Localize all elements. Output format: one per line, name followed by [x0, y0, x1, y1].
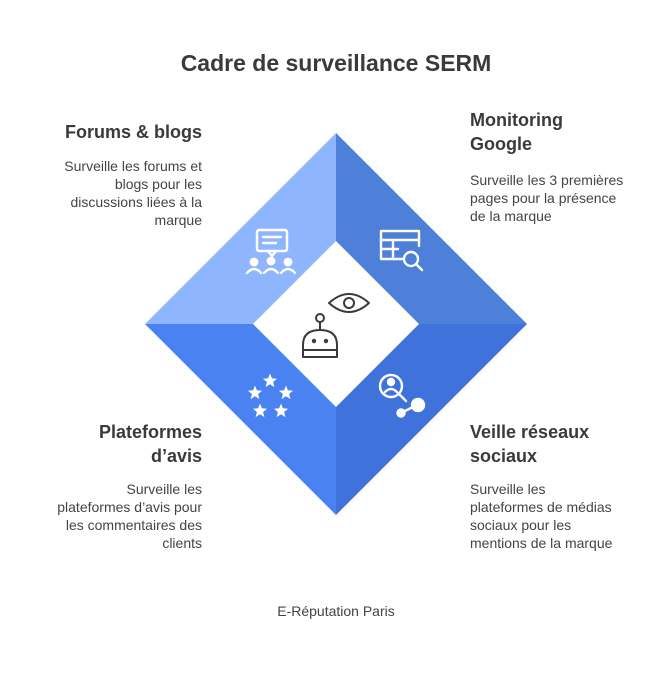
footer-credit: E-Réputation Paris [277, 603, 395, 619]
social-heading: Veille réseaux sociaux [470, 422, 590, 466]
center-diamond [253, 241, 419, 407]
stars-icon [247, 373, 294, 418]
page-title: Cadre de surveillance SERM [180, 50, 492, 76]
social-description: Surveille les plateformes de médias soci… [470, 481, 613, 551]
google-heading: Monitoring Google [470, 110, 563, 154]
forums-heading: Forums & blogs [64, 122, 202, 142]
forums-description: Surveille les forums et blogs pour les d… [64, 158, 202, 228]
quadrant-avis [145, 324, 336, 515]
quadrant-social [336, 324, 527, 515]
forum-chat-icon [245, 228, 297, 275]
avis-description: Surveille les plateformes d’avis pour le… [57, 481, 202, 551]
google-description: Surveille les 3 premières pages pour la … [470, 172, 624, 224]
quadrant-google [336, 133, 527, 324]
avis-heading: Plateformes d’avis [98, 422, 202, 466]
quadrant-forums [145, 133, 336, 324]
robot-eye-icon [302, 293, 370, 358]
search-table-icon [379, 229, 424, 272]
social-search-icon [378, 373, 426, 418]
